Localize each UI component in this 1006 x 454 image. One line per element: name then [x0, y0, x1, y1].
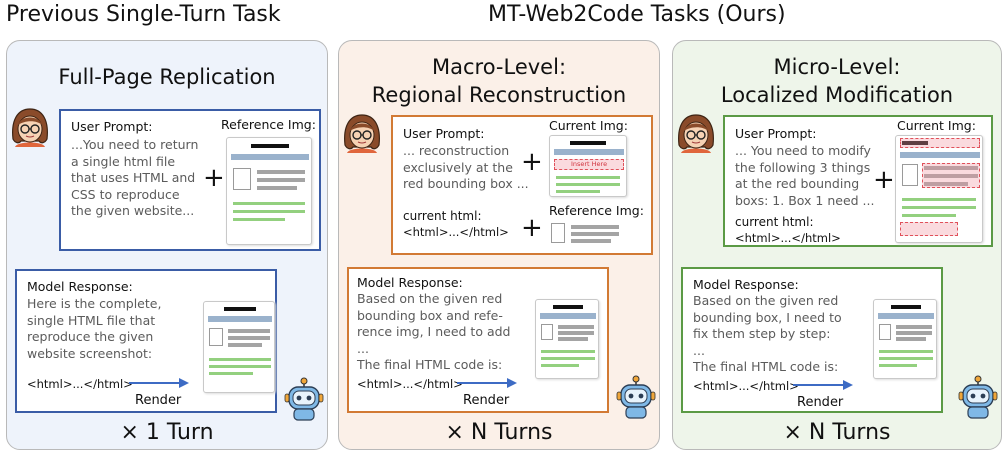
render-label: Render	[135, 393, 182, 408]
html-code: <html>...</html>	[357, 377, 463, 391]
plus-icon: +	[873, 165, 895, 195]
user-avatar-icon	[12, 108, 48, 147]
turn-count: × N Turns	[445, 420, 553, 445]
html-code: <html>...</html>	[403, 225, 509, 239]
user-avatar-icon	[678, 114, 714, 153]
user-prompt-label: User Prompt:	[735, 126, 817, 141]
panel-title: Full-Page Replication	[58, 65, 276, 89]
webpage-mockup-icon	[873, 299, 937, 379]
reference-img-label: Reference Img:	[221, 117, 316, 132]
webpage-mockup-icon	[549, 221, 627, 247]
previous-task-header: Previous Single-Turn Task	[6, 2, 281, 27]
prompt-text: ... reconstruction exclusively at the re…	[403, 143, 529, 191]
turn-count: × N Turns	[783, 420, 891, 445]
panel-full-page-replication: Full-Page Replication User Prompt: Refer…	[6, 40, 328, 450]
model-response-label: Model Response:	[693, 277, 799, 292]
insert-here-label: Insert Here	[570, 160, 608, 168]
plus-icon: +	[521, 213, 543, 243]
html-code: <html>...</html>	[735, 231, 841, 245]
model-response-box: Model Response: Here is the complete, si…	[15, 269, 277, 413]
panel-title: Micro-Level: Localized Modification	[720, 55, 954, 107]
webpage-mockup-icon	[895, 135, 983, 243]
render-label: Render	[797, 395, 844, 410]
current-img-label: Current Img:	[549, 118, 628, 133]
user-prompt-label: User Prompt:	[71, 119, 153, 134]
model-response-label: Model Response:	[27, 279, 133, 294]
robot-icon	[284, 377, 324, 421]
current-html-label: current html:	[403, 209, 482, 223]
webpage-mockup-icon	[226, 137, 312, 245]
webpage-mockup-icon	[203, 301, 275, 393]
response-text: Based on the given red bounding box and …	[357, 291, 511, 372]
current-img-label: Current Img:	[897, 118, 976, 133]
user-prompt-label: User Prompt:	[403, 126, 485, 141]
user-prompt-box: User Prompt: Current Img: ... You need t…	[723, 115, 993, 247]
plus-icon: +	[521, 147, 543, 177]
render-label: Render	[463, 393, 510, 408]
plus-icon: +	[203, 163, 225, 193]
model-response-label: Model Response:	[357, 275, 463, 290]
mt-web2code-header: MT-Web2Code Tasks (Ours)	[488, 2, 786, 27]
html-code: <html>...</html>	[693, 379, 799, 393]
robot-icon	[616, 375, 656, 419]
model-response-box: Model Response: Based on the given red b…	[681, 267, 943, 413]
panel-regional-reconstruction: Macro-Level: Regional Reconstruction Use…	[338, 40, 660, 450]
arrow-right-icon	[129, 378, 189, 388]
robot-icon	[958, 375, 998, 419]
user-avatar-icon	[344, 114, 380, 153]
webpage-mockup-icon	[535, 299, 599, 379]
response-text: Here is the complete, single HTML file t…	[27, 296, 162, 361]
panel-localized-modification: Micro-Level: Localized Modification User…	[672, 40, 1002, 450]
arrow-right-icon	[457, 378, 517, 388]
current-html-label: current html:	[735, 215, 814, 229]
arrow-right-icon	[793, 380, 853, 390]
webpage-mockup-icon: Insert Here	[549, 135, 627, 197]
user-prompt-box: User Prompt: Reference Img: ...You need …	[59, 109, 321, 251]
panel-title: Macro-Level: Regional Reconstruction	[371, 55, 627, 107]
prompt-text: ... You need to modify the following 3 t…	[735, 143, 875, 208]
user-prompt-box: User Prompt: Current Img: ... reconstruc…	[391, 115, 653, 255]
prompt-text: ...You need to return a single html file…	[71, 137, 199, 218]
model-response-box: Model Response: Based on the given red b…	[347, 267, 609, 413]
html-code: <html>...</html>	[27, 377, 133, 391]
turn-count: × 1 Turn	[120, 420, 214, 445]
reference-img-label: Reference Img:	[549, 203, 644, 218]
response-text: Based on the given red bounding box, I n…	[693, 293, 842, 374]
